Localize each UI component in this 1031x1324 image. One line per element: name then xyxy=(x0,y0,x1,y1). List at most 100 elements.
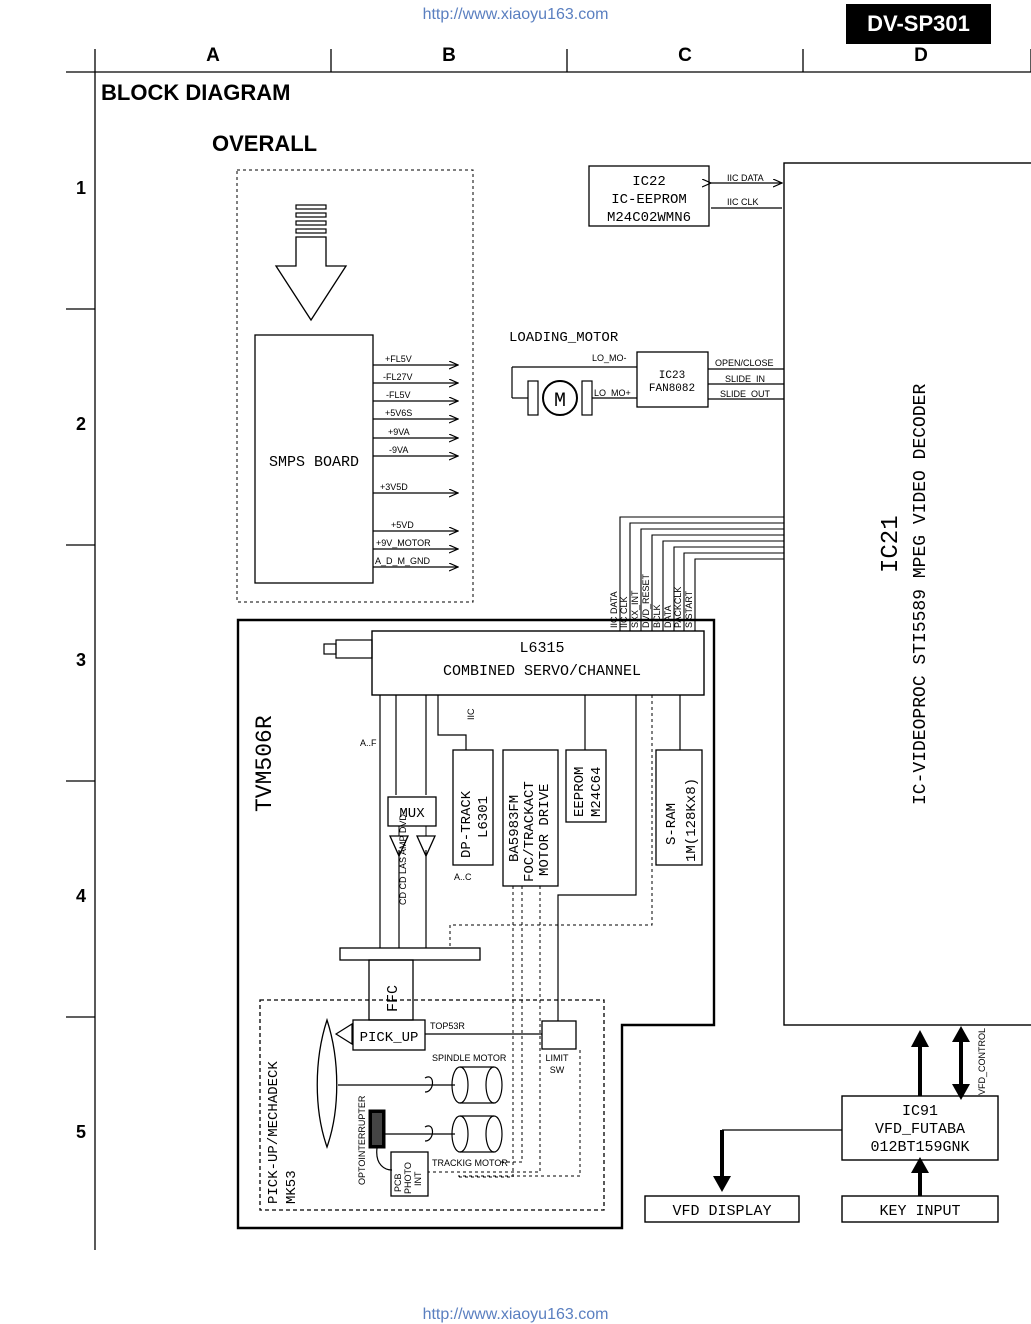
bus-bclk: BCLK xyxy=(652,604,662,628)
bus-packclk: PACKCLK xyxy=(673,587,683,628)
row-header-4: 4 xyxy=(75,886,86,906)
ic91-name: VFD_FUTABA xyxy=(875,1121,965,1138)
photo-label: PHOTO xyxy=(403,1162,413,1194)
diagram-title: BLOCK DIAGRAM xyxy=(101,80,291,105)
pickup-label: PICK_UP xyxy=(360,1030,419,1046)
pcb-label: PCB xyxy=(393,1173,403,1192)
sram-box xyxy=(655,749,703,866)
ic21-bus-lines xyxy=(619,516,784,631)
smps-label: SMPS BOARD xyxy=(269,454,359,471)
ic22-box xyxy=(588,165,710,227)
connector-icon xyxy=(295,204,327,234)
ic21-label: IC21 xyxy=(878,515,905,573)
mux-box xyxy=(387,796,437,827)
key-input-box xyxy=(841,1195,999,1223)
ic22-iic-clk-label: IIC CLK xyxy=(727,197,759,207)
smps-output-gnd: A_D_M_GND xyxy=(375,556,431,566)
smps-output-5vd: +5VD xyxy=(391,520,414,530)
l6315-name: COMBINED SERVO/CHANNEL xyxy=(443,663,641,680)
ic23-output-slide-out: SLIDE_OUT xyxy=(720,389,771,399)
ic23-label: IC23 xyxy=(659,370,685,382)
tvm506r-frame xyxy=(236,618,716,1230)
row-header-2: 2 xyxy=(75,414,86,434)
ic23-part: FAN8082 xyxy=(649,383,695,395)
mux-signal-labels: CD CD LAS AMP DVD xyxy=(398,814,408,905)
lens-icon xyxy=(316,1017,338,1149)
vfd-display-label: VFD DISPLAY xyxy=(672,1203,771,1220)
ic23-output-slide-in: SLIDE_IN xyxy=(725,374,765,384)
smps-output-fl5v: +FL5V xyxy=(385,354,412,364)
tracking-motor-icon xyxy=(384,1115,503,1153)
vfd-control-down-arrow-icon xyxy=(952,1084,970,1100)
bus-sxx-int: SXX_INT xyxy=(630,590,640,628)
dp-track-part: L6301 xyxy=(476,796,492,838)
loading-motor-icon xyxy=(511,366,637,416)
smps-output-9va: +9VA xyxy=(388,427,410,437)
smps-box xyxy=(254,334,374,584)
bus-iic-data: IIC DATA xyxy=(609,591,619,628)
l6315-connector-icon xyxy=(323,639,373,659)
af-label: A..F xyxy=(360,738,377,748)
eeprom-part: M24C64 xyxy=(589,767,605,817)
lo-mo-plus-label: LO_MO+ xyxy=(594,388,631,398)
smps-dashed-frame xyxy=(236,169,474,603)
vfd-display-arrow-icon xyxy=(713,1176,731,1192)
grid-frame xyxy=(66,49,1031,1250)
vfd-control-up-arrow-icon xyxy=(952,1026,970,1042)
dashed-links xyxy=(428,695,653,1178)
ic22-label: IC22 xyxy=(632,174,666,190)
ic22-part: M24C02WMN6 xyxy=(607,210,691,226)
ba5983fm-label: BA5983FM xyxy=(507,795,523,862)
ba5983fm-box xyxy=(502,749,559,887)
ic22-iic-data-label: IIC DATA xyxy=(727,173,764,183)
column-header-b: B xyxy=(442,45,456,66)
smps-output-9v-motor: +9V_MOTOR xyxy=(376,538,431,548)
sram-size: 1M(128Kx8) xyxy=(684,778,700,862)
model-badge: DV-SP301 xyxy=(846,4,991,44)
smps-output-5v6s: +5V6S xyxy=(385,408,412,418)
ffc-label: FFC xyxy=(385,985,402,1012)
tracking-motor-label: TRACKIG MOTOR xyxy=(432,1158,508,1168)
l6315-box xyxy=(371,630,705,696)
limit-sw-label: LIMIT xyxy=(545,1053,569,1063)
column-header-a: A xyxy=(206,45,220,66)
ba5983fm-function: FOC/TRACKACT xyxy=(522,781,538,882)
pickup-box xyxy=(352,1019,426,1051)
bus-dvd-reset: DVD_RESET xyxy=(641,573,651,628)
mechadeck-label: PICK-UP/MECHADECK xyxy=(266,1061,282,1204)
key-input-label: KEY INPUT xyxy=(879,1203,960,1220)
vfd-display-box xyxy=(644,1195,800,1223)
smps-output-3v5d: +3V5D xyxy=(380,482,408,492)
dp-track-box xyxy=(452,749,494,866)
eeprom-box xyxy=(565,749,607,823)
vfd-control-label: VFD_CONTROL xyxy=(977,1028,987,1095)
bus-iic-clk: IIC CLK xyxy=(619,596,629,628)
int-label: INT xyxy=(413,1171,423,1186)
header-url[interactable]: http://www.xiaoyu163.com xyxy=(422,6,609,23)
limit-sw-box xyxy=(541,1020,577,1050)
tvm506r-label: TVM506R xyxy=(252,715,278,812)
motor-m-label: M xyxy=(554,390,566,413)
ba5983fm-motor-drive: MOTOR DRIVE xyxy=(537,784,553,876)
spindle-motor-label: SPINDLE MOTOR xyxy=(432,1053,507,1063)
ic21-box xyxy=(783,162,1031,1026)
ic91-label: IC91 xyxy=(902,1103,938,1120)
smps-output-minus-fl5v: -FL5V xyxy=(386,390,411,400)
limit-sw-label-2: SW xyxy=(550,1065,565,1075)
ic23-output-open-close: OPEN/CLOSE xyxy=(715,358,774,368)
smps-output-lines xyxy=(373,365,458,567)
key-input-arrow-icon xyxy=(911,1157,929,1173)
footer-url[interactable]: http://www.xiaoyu163.com xyxy=(422,1306,609,1323)
lo-mo-minus-label: LO_MO- xyxy=(592,353,627,363)
laser-arrow-icon xyxy=(334,1022,353,1046)
mux-label: MUX xyxy=(399,806,425,822)
pcb-photo-box xyxy=(390,1151,429,1197)
power-input-arrow xyxy=(274,236,348,322)
ic21-name: IC-VIDEOPROC STI5589 MPEG VIDEO DECODER xyxy=(911,384,931,805)
optointerrupter-label: OPTOINTERRUPTER xyxy=(357,1095,367,1185)
smps-output-fl27v: -FL27V xyxy=(383,372,413,382)
sram-label: S-RAM xyxy=(664,803,680,845)
row-header-1: 1 xyxy=(75,178,86,198)
column-header-d: D xyxy=(914,45,928,66)
